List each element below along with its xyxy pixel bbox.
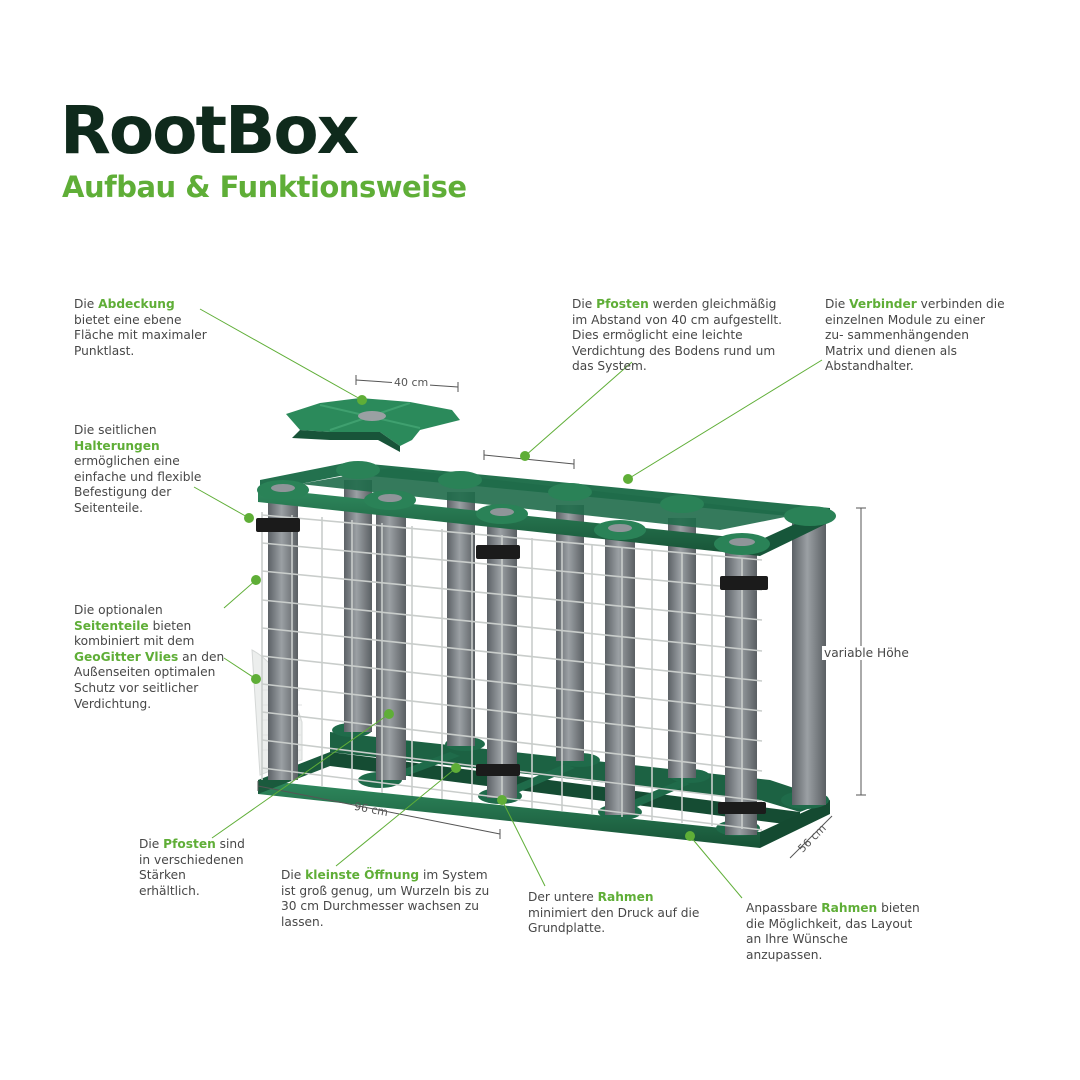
page-subtitle: Aufbau & Funktionsweise xyxy=(62,170,467,204)
callout-verbinder: Die Verbinder verbinden die einzelnen Mo… xyxy=(825,297,1005,374)
posts-front xyxy=(268,495,757,835)
callout-halterungen: Die seitlichen Halterungen ermöglichen e… xyxy=(74,423,202,515)
top-frame xyxy=(257,461,836,556)
callout-rahmen-unten: Der untere Rahmen minimiert den Druck au… xyxy=(528,890,700,936)
callout-seitenteile: Die optionalen Seitenteile bieten kombin… xyxy=(74,603,225,711)
callout-pfosten-top: Die Pfosten werden gleichmäßig im Abstan… xyxy=(572,297,783,374)
callout-pfosten-bottom: Die Pfosten sind in verschiedenen Stärke… xyxy=(139,837,245,898)
leader-dots xyxy=(244,395,695,841)
dim-height: variable Höhe xyxy=(822,646,911,660)
leader-lines xyxy=(193,308,823,899)
dim-cover-width: 40 cm xyxy=(392,376,431,389)
cover-plate xyxy=(286,398,460,452)
callout-rahmen-anpassbar: Anpassbare Rahmen bieten die Möglichkeit… xyxy=(746,901,920,962)
callout-abdeckung: Die Abdeckung bietet eine ebene Fläche m… xyxy=(74,297,207,358)
callout-oeffnung: Die kleinste Öffnung im System ist groß … xyxy=(281,868,490,929)
page-title: RootBox xyxy=(60,92,359,169)
side-panel-mesh xyxy=(261,512,763,831)
side-brackets xyxy=(256,518,768,814)
